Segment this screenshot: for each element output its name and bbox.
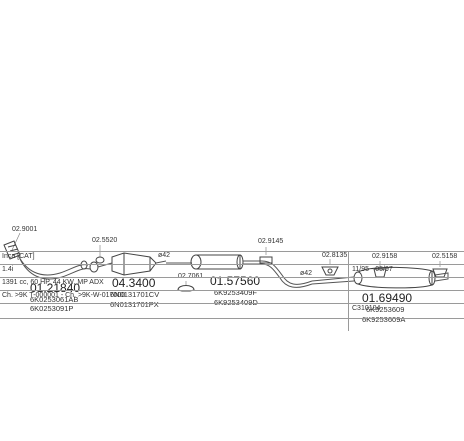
engine-detail: 1391 cc, 60 HP, 44 KW, MP ADX [2,279,104,286]
catalogue-code: C310104 [352,305,381,312]
engine: 1.4i [2,266,14,273]
front-flex-joint: 02.9001 [3,226,37,260]
pipe-diameter: ø42 [158,252,170,259]
oem-number: 6N0131701PX [110,300,159,309]
part-code: 04.3400 [112,276,156,290]
chassis-range: Ch. >9K T-000001 - Ch. >9K-W-017000 [2,292,126,299]
info-row-engine: 1.4i 11/95 - 05/97 [0,264,464,276]
oem-number: 6K9253609 [366,305,404,314]
info-row-engine-detail: 1391 cc, 60 HP, 44 KW, MP ADX [0,277,464,289]
ref-label: 02.8135 [322,252,347,259]
model-name: Inca [CAT] [2,253,35,260]
oem-number: 6K9253409D [214,298,258,307]
ref-label: 02.9158 [372,253,397,260]
front-pipe: 01.21840 6K0253061AB 6K0253091P [17,254,99,313]
ref-label: 02.9145 [258,238,283,245]
info-row-code: C310104 [0,303,464,315]
rubber-hanger: 02.8135 [321,252,347,276]
column-divider [348,251,349,331]
production-period: 11/95 - 05/97 [352,266,393,273]
pipe-diameter: ø42 [300,270,312,277]
part-code: 01.21840 [30,281,80,295]
info-row-chassis: Ch. >9K T-000001 - Ch. >9K-W-017000 [0,290,464,302]
info-row-model: Inca [CAT] [0,251,464,263]
oem-number: 6N0131701CV [110,290,159,299]
oem-number: 6K9253409F [214,288,257,297]
info-bottom-border [0,318,464,330]
ref-label: 02.9001 [12,226,37,233]
oem-number: 6K0253061AB [30,295,78,304]
oem-number: 6K0253091P [30,304,73,313]
part-code: 01.69490 [362,291,412,305]
ref-label: 02.5520 [92,237,117,244]
ref-label: 02.5158 [432,253,457,260]
ref-label: 02.7061 [178,273,203,280]
oem-number: 6K9253609A [362,315,405,324]
